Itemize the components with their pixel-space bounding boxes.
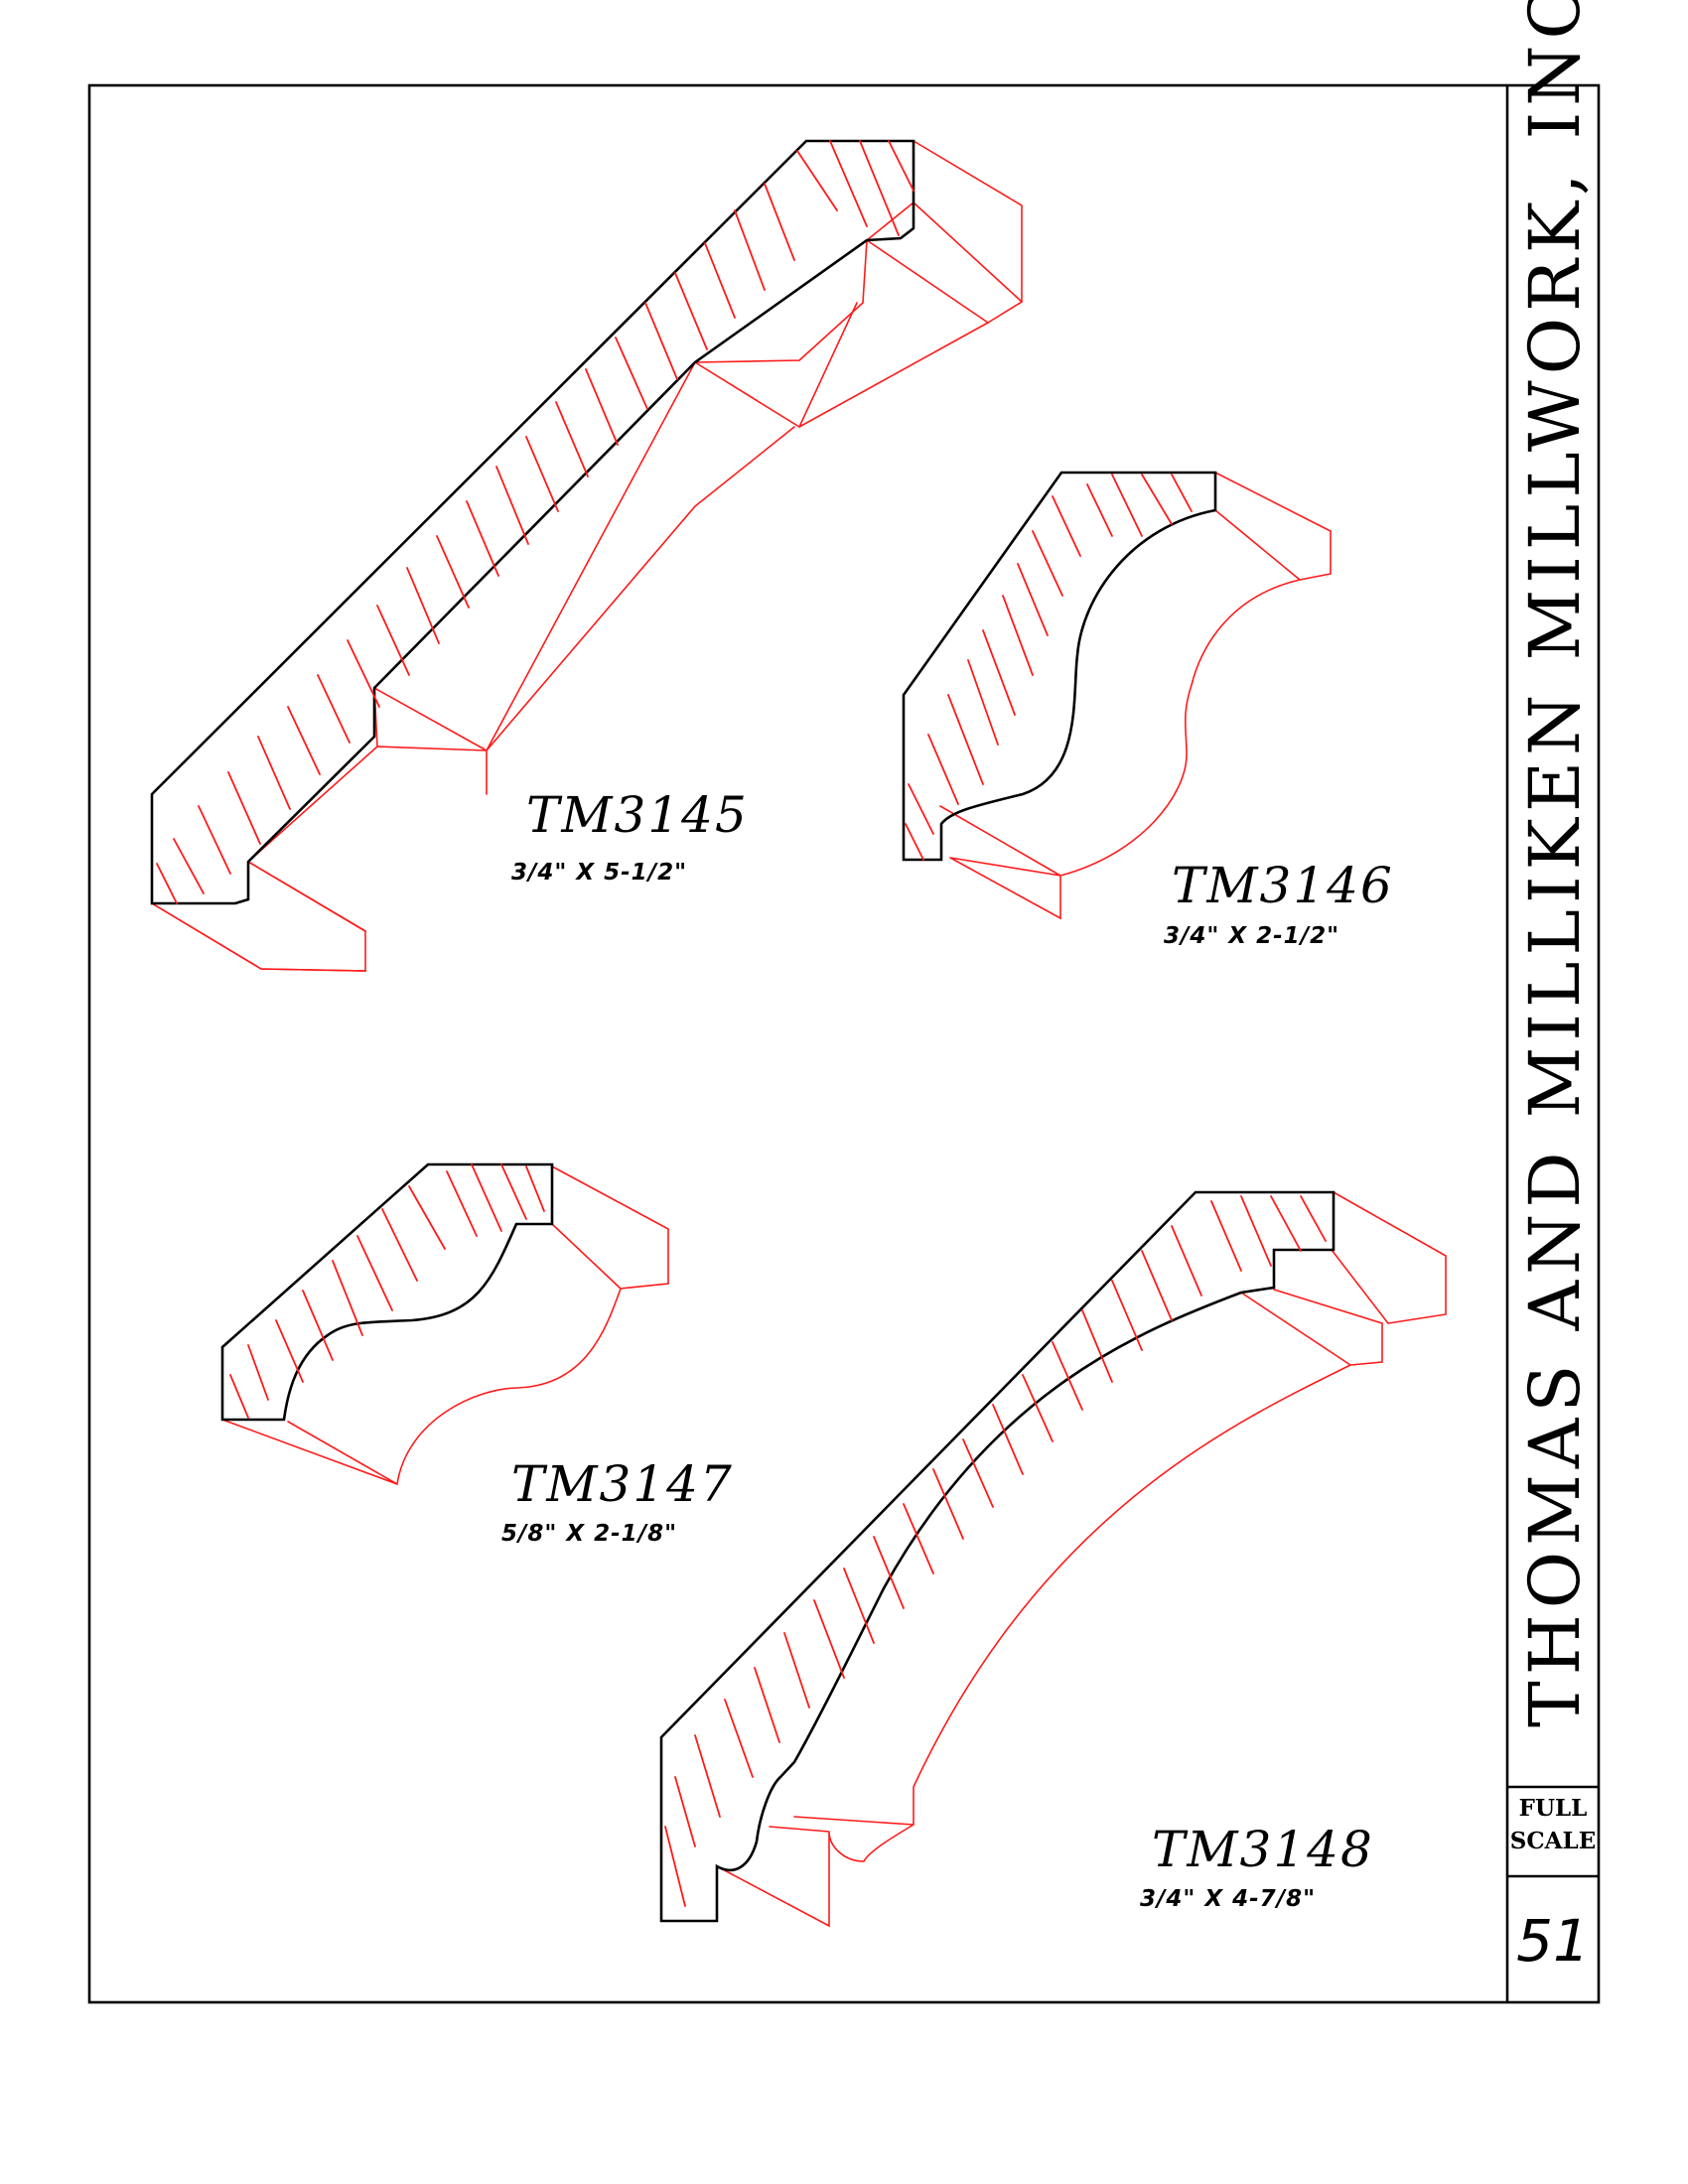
- molding-tm3145: [150, 139, 1023, 972]
- tm3147-part-number: TM3147: [511, 1455, 734, 1513]
- tm3148-extrusion: [716, 1191, 1447, 1928]
- tm3145-hatch: [156, 140, 914, 904]
- scale-label-line-1: FULL: [1519, 1795, 1588, 1822]
- tm3147-extrusion: [221, 1165, 669, 1486]
- page-border: [87, 83, 1601, 2004]
- tm3145-part-number: TM3145: [526, 786, 749, 844]
- molding-tm3148: [659, 1190, 1447, 1928]
- scale-label-line-2: SCALE: [1510, 1828, 1596, 1854]
- molding-tm3147: [220, 1162, 669, 1486]
- company-name: THOMAS AND MILLIKEN MILLWORK, INC.: [1514, 0, 1596, 1727]
- tm3146-dimensions: 3/4" X 2-1/2": [1164, 923, 1339, 949]
- tm3145-profile: [150, 139, 915, 905]
- page-number: 51: [1516, 1907, 1590, 1975]
- tm3148-dimensions: 3/4" X 4-7/8": [1140, 1886, 1316, 1912]
- tm3148-hatch: [664, 1195, 1327, 1907]
- tm3145-dimensions: 3/4" X 5-1/2": [511, 860, 687, 886]
- tm3148-profile: [659, 1190, 1336, 1923]
- tm3146-part-number: TM3146: [1172, 857, 1394, 914]
- tm3147-dimensions: 5/8" X 2-1/8": [501, 1521, 677, 1547]
- molding-tm3146: [902, 471, 1332, 920]
- tm3148-part-number: TM3148: [1152, 1821, 1374, 1878]
- tm3146-hatch: [905, 474, 1193, 861]
- tm3147-hatch: [229, 1163, 545, 1419]
- tm3146-extrusion: [939, 472, 1332, 920]
- tm3146-profile: [902, 471, 1217, 862]
- tm3145-extrusion: [151, 140, 1023, 972]
- tm3147-profile: [220, 1162, 554, 1422]
